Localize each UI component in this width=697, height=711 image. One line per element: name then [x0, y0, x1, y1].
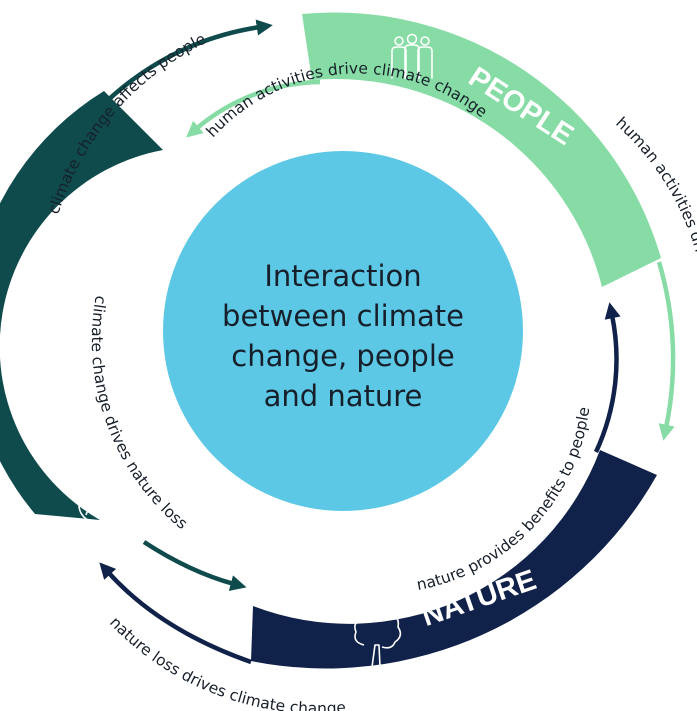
arrow-activities-drive-climate — [186, 79, 321, 138]
center-title-line-2: between climate — [222, 299, 464, 333]
arrow-climate-affects-people — [48, 19, 273, 178]
center-circle — [163, 151, 523, 511]
nature-segment — [251, 450, 657, 669]
arrow-climate-drives-nature-loss — [142, 540, 247, 591]
arrow-nature-provides-benefits — [593, 302, 621, 453]
climate-change-segment — [0, 91, 163, 520]
people-segment — [302, 12, 661, 287]
center-title-line-1: Interaction — [264, 259, 421, 293]
arrow-activities-drive-nature-loss — [656, 261, 676, 441]
tree-icon — [354, 608, 402, 669]
people-group-icon — [391, 33, 433, 79]
arrow-nature-loss-drives-climate — [99, 562, 252, 665]
center-title: Interaction between climate change, peop… — [222, 259, 464, 413]
center-title-line-4: and nature — [264, 379, 423, 413]
globe-icon — [78, 476, 116, 523]
center-title-line-3: change, people — [231, 339, 454, 373]
